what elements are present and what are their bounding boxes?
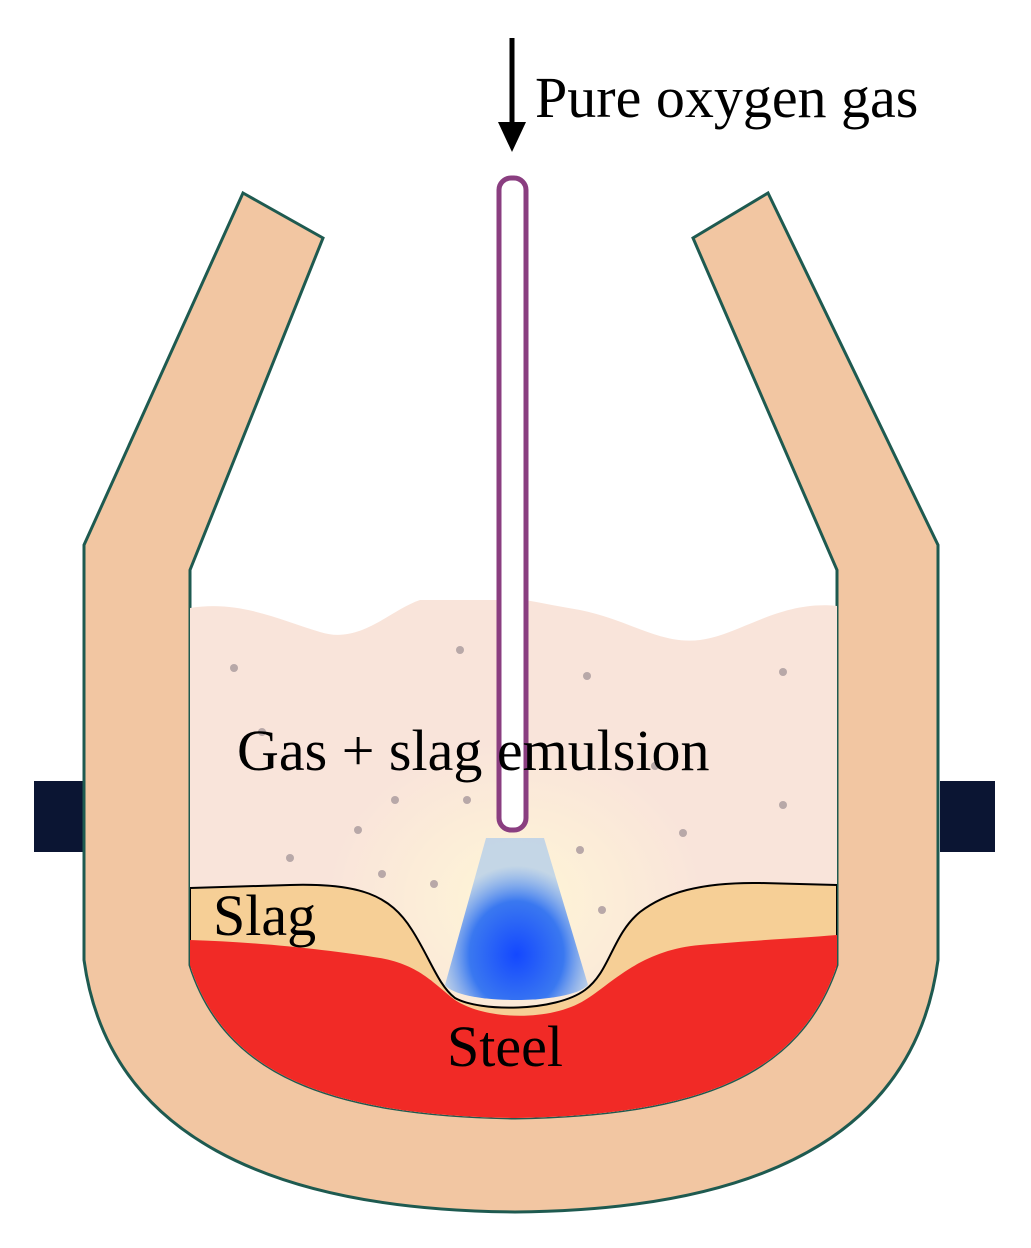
right-trunnion xyxy=(940,781,995,852)
emulsion-bubbles xyxy=(230,646,787,914)
left-trunnion xyxy=(34,781,89,852)
slag-label: Slag xyxy=(213,883,316,948)
oxygen-jet-plume xyxy=(445,838,588,1000)
emulsion-label: Gas + slag emulsion xyxy=(237,718,710,783)
steel-bath xyxy=(190,935,837,1118)
down-arrow-icon xyxy=(498,38,526,152)
oxygen-label: Pure oxygen gas xyxy=(535,65,918,130)
steel-label: Steel xyxy=(447,1014,563,1079)
oxygen-lance xyxy=(496,175,529,833)
